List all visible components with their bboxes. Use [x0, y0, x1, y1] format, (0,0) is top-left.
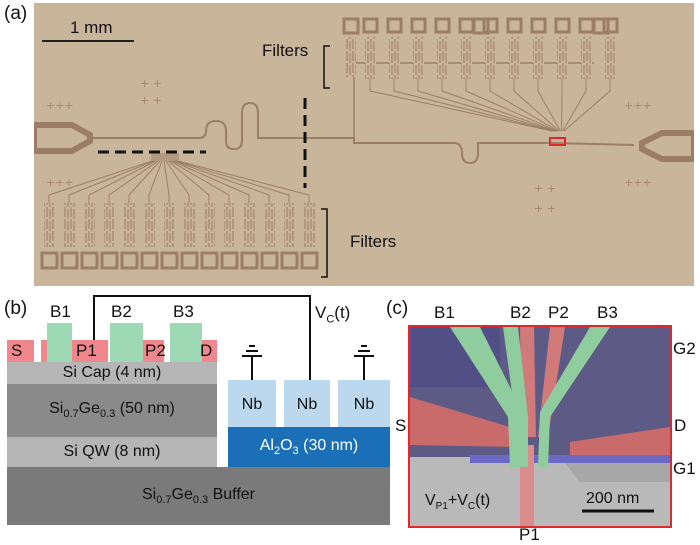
- svg-text:+++: +++: [46, 99, 74, 112]
- layer-al2o3: Al2O3 (30 nm): [259, 437, 359, 458]
- sem-label-b2: B2: [510, 303, 531, 322]
- sem-label-b3: B3: [597, 303, 618, 322]
- svg-text:+++: +++: [624, 176, 652, 189]
- layer-si-cap: Si Cap (4 nm): [62, 364, 162, 381]
- layer-sige: Si0.7Ge0.3 (50 nm): [49, 400, 175, 421]
- svg-text:+ +: + +: [140, 77, 162, 90]
- gate-label-b1: B1: [50, 302, 71, 321]
- panel-a-label: (a): [4, 3, 28, 24]
- sem-label-g1: G1: [673, 459, 696, 478]
- sem-scale-bar-label: 200 nm: [586, 490, 640, 507]
- sem-image: [408, 325, 672, 528]
- sem-label-d: D: [674, 416, 687, 435]
- scale-bar-1mm-label: 1 mm: [70, 18, 113, 37]
- svg-text:+ +: + +: [140, 94, 162, 107]
- svg-text:+ +: + +: [534, 182, 556, 195]
- sem-label-g2: G2: [673, 339, 696, 358]
- gate-label-d: D: [200, 341, 213, 360]
- panel-c-label: (c): [386, 298, 409, 319]
- gate-label-p2: P2: [145, 341, 166, 360]
- gate-label-b3: B3: [173, 302, 194, 321]
- nb-pad-3: Nb: [353, 396, 375, 413]
- sem-label-s: S: [395, 416, 407, 435]
- vc-label: VC(t): [315, 303, 351, 326]
- optical-micrograph: + + + + +++ +++ + + + + +++ +++: [34, 3, 694, 286]
- layer-si-qw: Si QW (8 nm): [63, 443, 161, 460]
- svg-text:+++: +++: [624, 99, 652, 112]
- gate-label-p1: P1: [76, 341, 97, 360]
- svg-text:+ +: + +: [534, 202, 556, 215]
- layer-buffer: Si0.7Ge0.3 Buffer: [141, 486, 255, 507]
- chip-layout-drawing: + + + + +++ +++ + + + + +++ +++: [34, 17, 694, 278]
- sem-gate-drawing: [410, 327, 670, 526]
- nb-pad-1: Nb: [241, 396, 263, 413]
- sem-vp-label: VP1+VC(t): [425, 492, 491, 513]
- filters-top-label: Filters: [262, 41, 309, 60]
- sem-label-p2: P2: [548, 303, 569, 322]
- sem-label-p1: P1: [519, 525, 540, 544]
- gate-label-s: S: [11, 341, 23, 360]
- nb-pad-2: Nb: [296, 396, 318, 413]
- panel-b-label: (b): [4, 298, 28, 319]
- svg-text:+++: +++: [46, 176, 74, 189]
- gate-label-b2: B2: [111, 302, 132, 321]
- filters-bottom-label: Filters: [350, 232, 397, 251]
- sem-label-b1: B1: [434, 303, 455, 322]
